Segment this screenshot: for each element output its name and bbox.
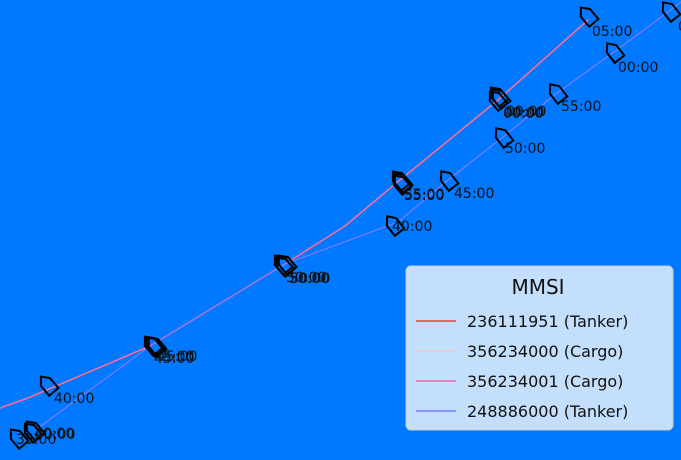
time-label: 45:00 bbox=[154, 349, 194, 365]
ship-marker-icon bbox=[605, 42, 626, 65]
vessel-marker[interactable] bbox=[272, 254, 296, 279]
ship-marker-icon bbox=[488, 90, 509, 113]
ship-marker-icon bbox=[147, 336, 168, 359]
vessel-marker[interactable] bbox=[388, 168, 412, 193]
time-label: 50:00 bbox=[505, 141, 545, 157]
ship-marker-icon bbox=[391, 170, 412, 193]
ship-marker-icon bbox=[579, 6, 600, 29]
time-label: 00:00 bbox=[506, 104, 546, 120]
time-label: 55:00 bbox=[404, 188, 444, 204]
time-label: 55:00 bbox=[404, 187, 444, 203]
time-label: 40:00 bbox=[34, 426, 74, 442]
time-label: 55:00 bbox=[561, 99, 601, 115]
track-layer bbox=[0, 1, 681, 429]
time-label: 40:00 bbox=[35, 427, 75, 443]
vessel-marker[interactable] bbox=[144, 334, 168, 359]
ship-marker-icon bbox=[39, 375, 60, 398]
vessel-marker[interactable] bbox=[485, 88, 509, 113]
legend-entry-label: 236111951 (Tanker) bbox=[467, 312, 628, 331]
time-label: 50:00 bbox=[290, 271, 330, 287]
ship-marker-icon bbox=[23, 422, 44, 445]
vessel-marker[interactable] bbox=[382, 213, 406, 238]
track-356234001[interactable] bbox=[0, 19, 589, 409]
time-label: 50:00 bbox=[289, 271, 329, 287]
vessel-marker[interactable] bbox=[389, 172, 413, 197]
vessel-marker[interactable] bbox=[491, 125, 515, 150]
vessel-marker[interactable] bbox=[602, 40, 626, 65]
time-label: 40:00 bbox=[54, 391, 94, 407]
time-label: 50:00 bbox=[286, 270, 326, 286]
track-248886000[interactable] bbox=[37, 1, 681, 429]
vessel-marker[interactable] bbox=[576, 4, 600, 29]
vessel-marker[interactable] bbox=[20, 420, 44, 445]
legend-entry-label: 356234000 (Cargo) bbox=[467, 342, 623, 361]
ship-marker-icon bbox=[439, 170, 460, 193]
ship-marker-icon bbox=[9, 428, 30, 451]
ship-marker-icon bbox=[661, 1, 681, 24]
vessel-marker[interactable] bbox=[6, 426, 30, 451]
ship-marker-icon bbox=[548, 83, 569, 106]
legend-entry-label: 356234001 (Cargo) bbox=[467, 372, 623, 391]
time-label: 45:00 bbox=[157, 349, 197, 365]
time-label: 55:00 bbox=[404, 188, 444, 204]
ship-marker-icon bbox=[494, 127, 515, 150]
ship-marker-icon bbox=[275, 256, 296, 279]
ship-marker-icon bbox=[385, 215, 406, 238]
time-label: 45:00 bbox=[154, 351, 194, 367]
legend-title: MMSI bbox=[511, 275, 564, 299]
legend-box bbox=[405, 265, 674, 431]
vessel-marker[interactable] bbox=[545, 81, 569, 106]
time-label: 00:00 bbox=[618, 60, 658, 76]
vessel-marker[interactable] bbox=[436, 168, 460, 193]
vessel-marker[interactable] bbox=[658, 0, 681, 24]
time-label: 00:00 bbox=[504, 105, 544, 121]
time-label: 45:00 bbox=[454, 186, 494, 202]
ship-marker-icon bbox=[392, 174, 413, 197]
time-label: 05:00 bbox=[678, 19, 681, 35]
legend: MMSI 236111951 (Tanker) 356234000 (Cargo)… bbox=[405, 265, 674, 431]
time-label: 00:00 bbox=[503, 106, 543, 122]
legend-entry-label: 248886000 (Tanker) bbox=[467, 402, 628, 421]
time-label: 40:00 bbox=[392, 219, 432, 235]
vessel-marker[interactable] bbox=[36, 373, 60, 398]
time-label: 05:00 bbox=[592, 24, 632, 40]
marker-layer: 35:0040:0045:0050:0055:0000:0005:0040:00… bbox=[6, 0, 681, 451]
